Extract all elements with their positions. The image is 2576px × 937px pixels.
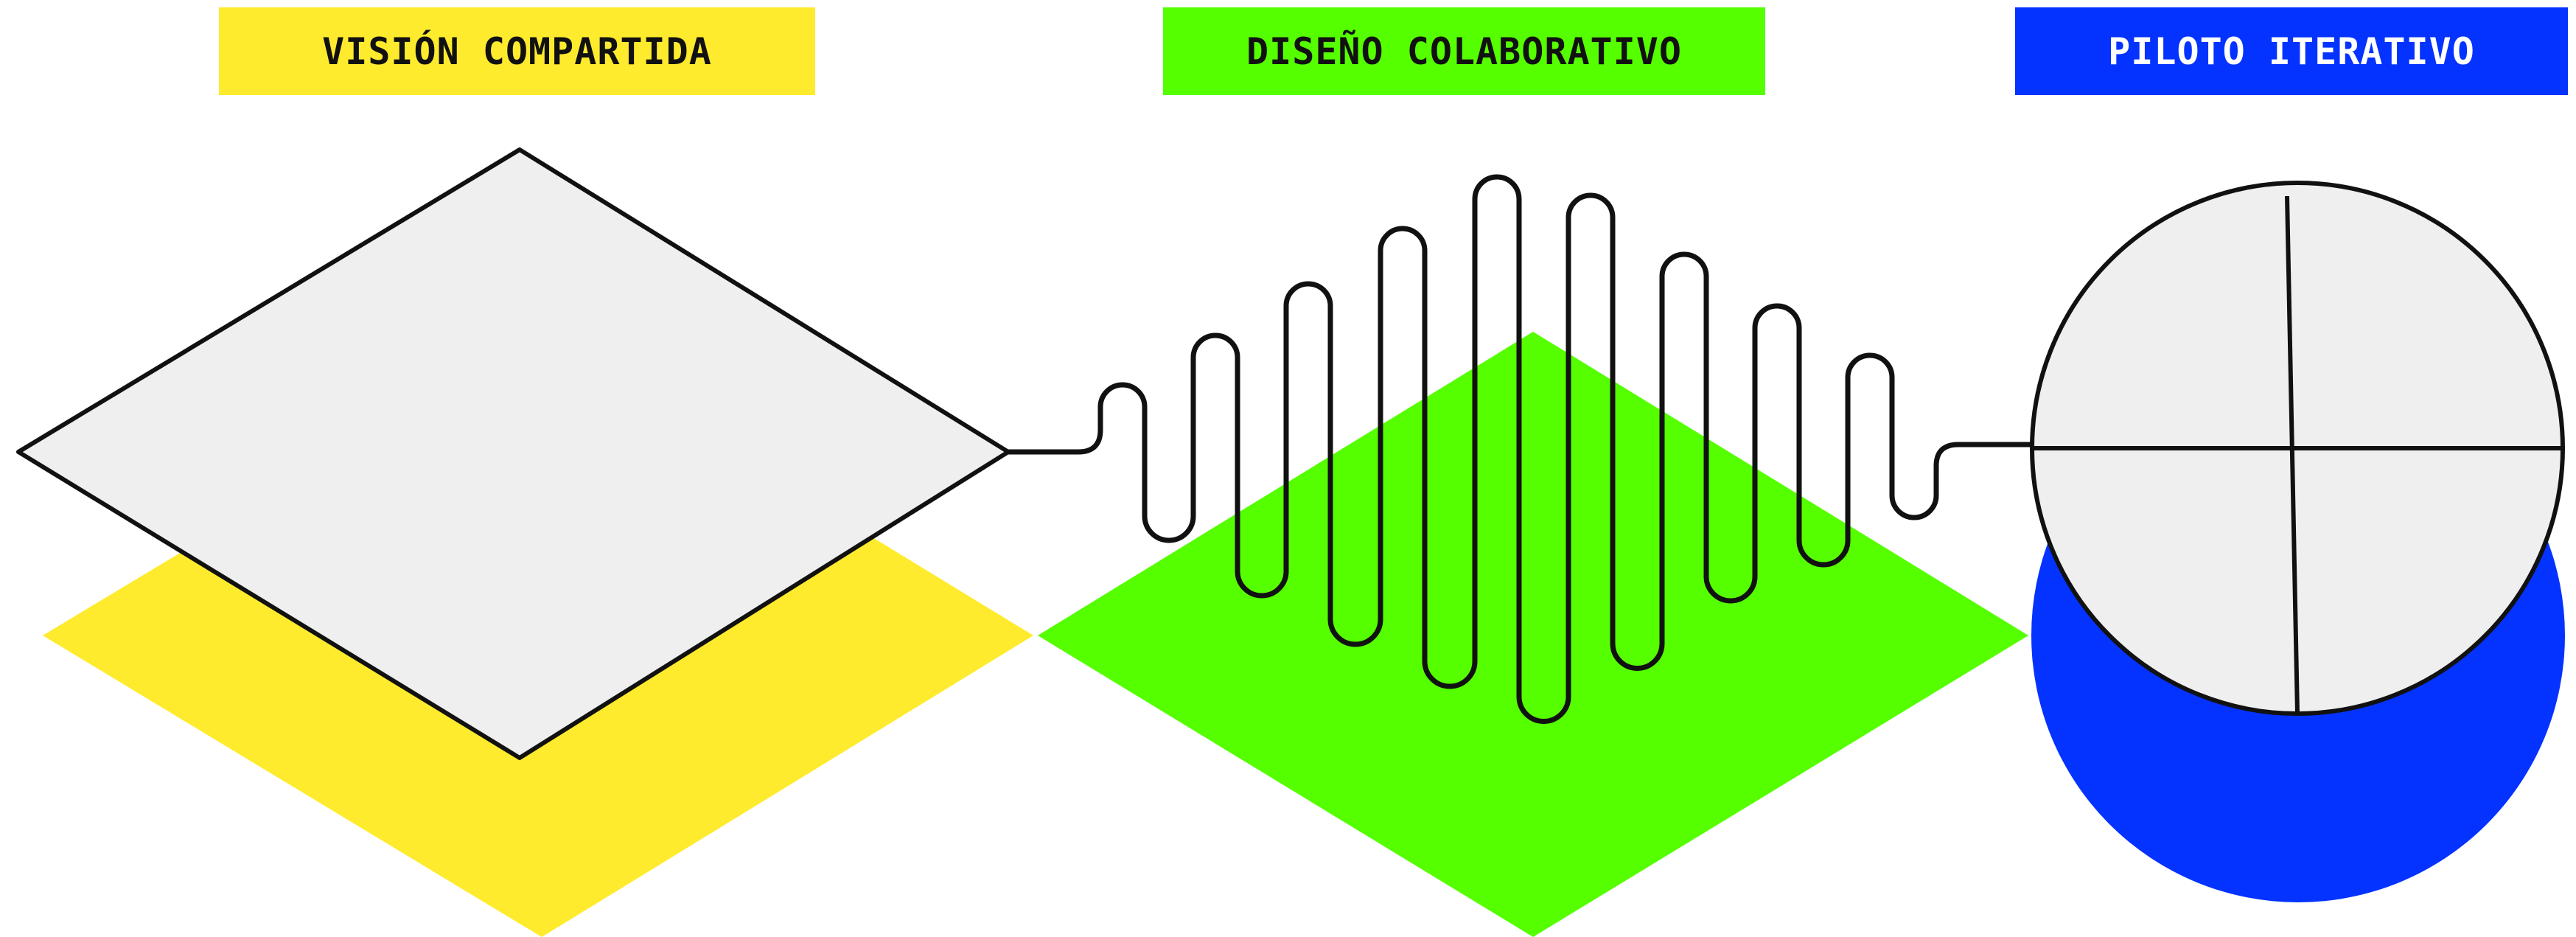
diseno-colaborativo-label: DISEÑO COLABORATIVO bbox=[1163, 7, 1765, 95]
diseno-shadow-diamond bbox=[1038, 332, 2028, 937]
piloto-iterativo-label: PILOTO ITERATIVO bbox=[2015, 7, 2568, 95]
piloto-circle-vertical-line bbox=[2285, 195, 2300, 714]
vision-compartida-label: VISIÓN COMPARTIDA bbox=[219, 7, 815, 95]
squiggle-connector bbox=[1005, 174, 2035, 724]
